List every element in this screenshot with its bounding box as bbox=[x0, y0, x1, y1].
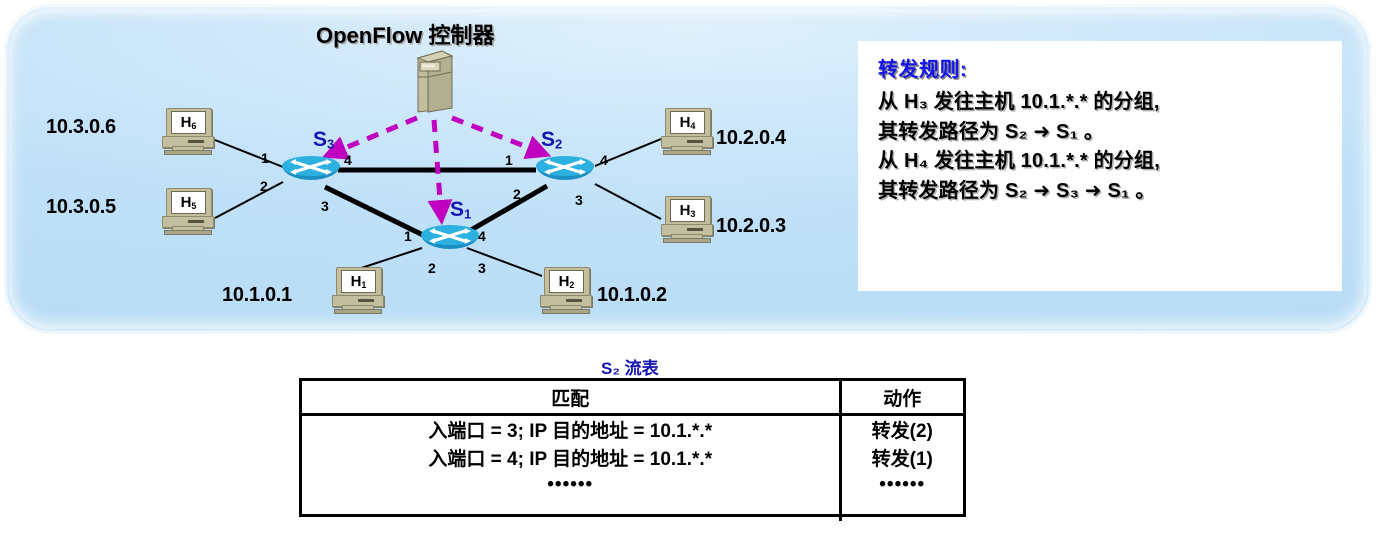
switch-S1 bbox=[421, 225, 479, 255]
switch-arrows-icon bbox=[290, 159, 332, 175]
switch-label-S3: S3 bbox=[313, 128, 335, 152]
port-label-s2-3: 3 bbox=[575, 192, 583, 208]
base bbox=[164, 230, 212, 235]
host-H1: H1 bbox=[330, 267, 386, 314]
table-row: 入端口 = 4; IP 目的地址 = 10.1.*.* 转发(1) bbox=[302, 443, 963, 471]
table-header-row: 匹配 动作 bbox=[302, 381, 963, 416]
host-screen-label: H1 bbox=[341, 270, 376, 293]
table-filler-row bbox=[302, 499, 963, 521]
forwarding-rule-line-4: 其转发路径为 S₂ ➜ S₃ ➜ S₁ 。 bbox=[878, 179, 1156, 202]
port-label-s2-1: 1 bbox=[505, 152, 513, 168]
controller-control-links bbox=[321, 115, 552, 225]
cell-action: 转发(1) bbox=[838, 443, 963, 471]
base bbox=[334, 309, 382, 314]
host-screen-label: H2 bbox=[549, 270, 584, 293]
forwarding-rule-line-2: 其转发路径为 S₂ ➜ S₁ 。 bbox=[878, 120, 1105, 143]
switch-label-S1: S1 bbox=[450, 198, 472, 222]
table-row: •••••• •••••• bbox=[302, 471, 963, 499]
base bbox=[164, 150, 212, 155]
keyboard-slot bbox=[188, 140, 204, 143]
port-label-s1-1: 1 bbox=[404, 228, 412, 244]
host-ip-H2: 10.1.0.2 bbox=[597, 284, 667, 306]
host-screen-label: H5 bbox=[171, 191, 206, 214]
port-label-s1-4: 4 bbox=[478, 228, 486, 244]
flow-table-title: S₂ 流表 bbox=[601, 359, 659, 378]
switch-S3 bbox=[282, 156, 340, 186]
port-label-s3-2: 2 bbox=[260, 178, 268, 194]
openflow-controller-icon bbox=[416, 50, 454, 113]
forwarding-rule-line-1: 从 H₃ 发往主机 10.1.*.* 的分组, bbox=[878, 91, 1160, 113]
column-header-match: 匹配 bbox=[302, 381, 840, 416]
host-ip-H6: 10.3.0.6 bbox=[46, 116, 116, 138]
host-screen-label: H4 bbox=[670, 111, 705, 134]
port-label-s1-3: 3 bbox=[478, 260, 486, 276]
switch-label-S2: S2 bbox=[541, 128, 563, 152]
switch-arrows-icon bbox=[544, 159, 586, 175]
host-H3: H3 bbox=[659, 196, 715, 243]
forwarding-rules-box: 转发规则: 从 H₃ 发往主机 10.1.*.* 的分组, 其转发路径为 S₂ … bbox=[858, 41, 1342, 291]
base bbox=[663, 238, 711, 243]
host-ip-H5: 10.3.0.5 bbox=[46, 196, 116, 218]
keyboard-slot bbox=[687, 140, 703, 143]
port-label-s2-2: 2 bbox=[513, 186, 521, 202]
base bbox=[542, 309, 590, 314]
port-label-s1-2: 2 bbox=[428, 260, 436, 276]
host-label-H6: H6 bbox=[180, 113, 197, 131]
flow-table: 匹配 动作 入端口 = 3; IP 目的地址 = 10.1.*.* 转发(2) … bbox=[299, 378, 966, 521]
host-label-H2: H2 bbox=[558, 272, 575, 290]
host-H6: H6 bbox=[160, 108, 216, 155]
keyboard-slot bbox=[687, 228, 703, 231]
page-title: OpenFlow 控制器 bbox=[316, 23, 495, 48]
port-label-s3-3: 3 bbox=[321, 198, 329, 214]
keyboard-slot bbox=[566, 299, 582, 302]
host-label-H1: H1 bbox=[350, 272, 367, 290]
table-row: 入端口 = 3; IP 目的地址 = 10.1.*.* 转发(2) bbox=[302, 414, 963, 443]
cell-action-ellipsis: •••••• bbox=[838, 471, 963, 499]
cell-match: 入端口 = 4; IP 目的地址 = 10.1.*.* bbox=[428, 448, 713, 470]
cell-action: 转发(2) bbox=[838, 414, 963, 443]
cell-match-ellipsis: •••••• bbox=[547, 474, 594, 495]
host-H2: H2 bbox=[538, 267, 594, 314]
forwarding-rule-line-3: 从 H₄ 发往主机 10.1.*.* 的分组, bbox=[878, 150, 1160, 173]
port-label-s3-4: 4 bbox=[344, 152, 352, 168]
forwarding-rules-heading: 转发规则: bbox=[878, 59, 968, 81]
filler-cell bbox=[302, 499, 840, 521]
host-label-H4: H4 bbox=[679, 113, 696, 131]
host-label-H5: H5 bbox=[180, 193, 197, 211]
port-label-s2-4: 4 bbox=[600, 152, 608, 168]
keyboard-slot bbox=[188, 220, 204, 223]
keyboard-slot bbox=[358, 299, 374, 302]
host-ip-H1: 10.1.0.1 bbox=[222, 284, 292, 306]
host-screen-label: H3 bbox=[670, 199, 705, 222]
host-H5: H5 bbox=[160, 188, 216, 235]
host-ip-H4: 10.2.0.4 bbox=[716, 127, 786, 149]
host-label-H3: H3 bbox=[679, 201, 696, 219]
host-H4: H4 bbox=[659, 108, 715, 155]
cell-match: 入端口 = 3; IP 目的地址 = 10.1.*.* bbox=[428, 421, 713, 442]
filler-cell bbox=[838, 499, 963, 521]
switch-arrows-icon bbox=[429, 228, 471, 244]
base bbox=[663, 150, 711, 155]
host-screen-label: H6 bbox=[171, 111, 206, 134]
column-header-action: 动作 bbox=[838, 381, 963, 416]
host-ip-H3: 10.2.0.3 bbox=[716, 215, 786, 237]
switch-S2 bbox=[536, 156, 594, 186]
port-label-s3-1: 1 bbox=[261, 150, 269, 166]
